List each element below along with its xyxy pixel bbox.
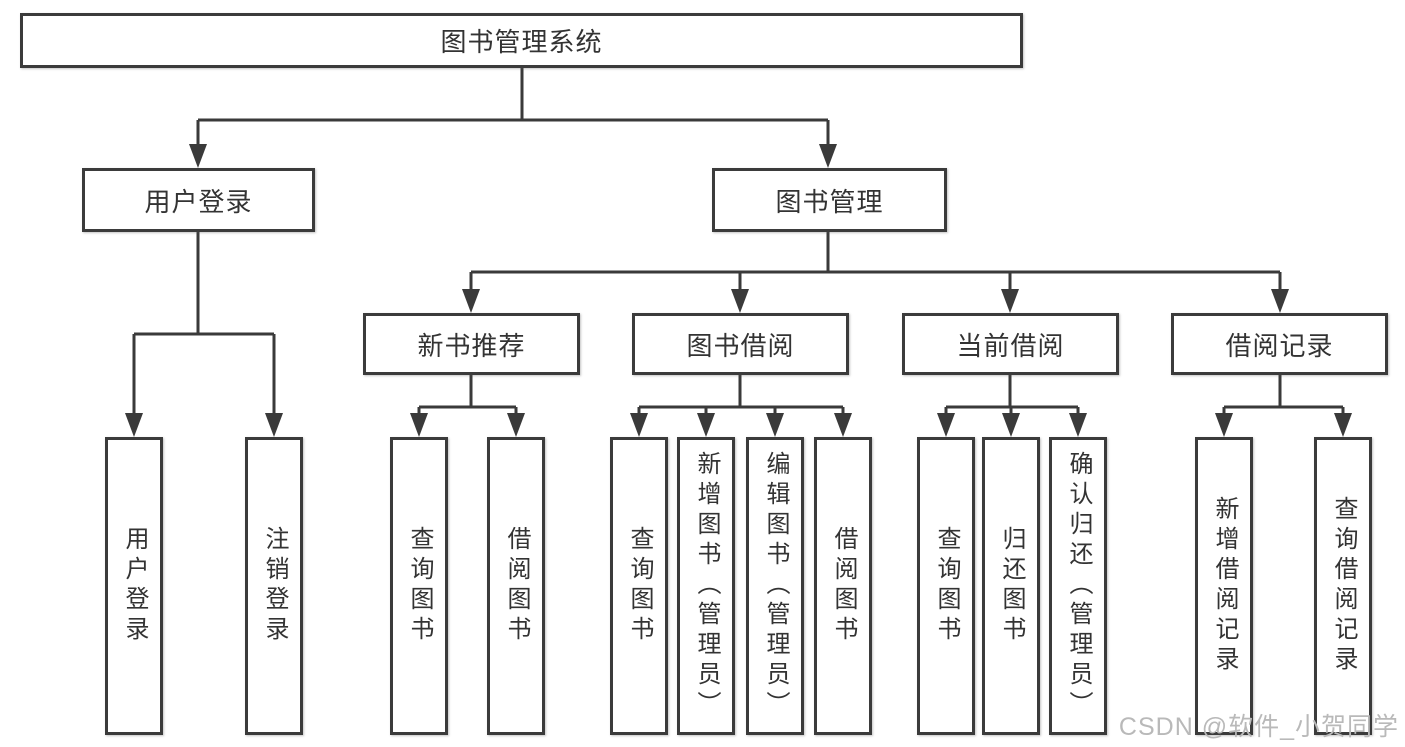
leaf-edit-book-admin: 编辑图书（管理员） xyxy=(746,437,804,735)
arrowhead-icon xyxy=(507,413,525,437)
node-borrowing-records-label: 借阅记录 xyxy=(1225,330,1334,361)
arrowhead-icon xyxy=(189,144,207,168)
arrowhead-icon xyxy=(410,413,428,437)
node-user-login: 用户登录 xyxy=(82,168,315,232)
arrowhead-icon xyxy=(1215,413,1233,437)
leaf-return-books-label: 归还图书 xyxy=(998,526,1025,646)
leaf-query-books-borrow-label: 查询图书 xyxy=(626,526,653,646)
leaf-query-borrow-record-label: 查询借阅记录 xyxy=(1330,496,1357,676)
connector-root-to-level2 xyxy=(189,68,837,168)
leaf-edit-book-admin-label: 编辑图书（管理员） xyxy=(762,451,789,721)
node-new-book-recommend: 新书推荐 xyxy=(363,313,580,375)
leaf-query-books-newbook: 查询图书 xyxy=(390,437,448,735)
node-library-system-label: 图书管理系统 xyxy=(440,27,603,57)
node-book-management-label: 图书管理 xyxy=(775,186,884,217)
leaf-borrow-books-newbook-label: 借阅图书 xyxy=(503,526,530,646)
node-book-management: 图书管理 xyxy=(712,168,947,232)
leaf-add-borrow-record: 新增借阅记录 xyxy=(1195,437,1253,735)
arrowhead-icon xyxy=(1334,413,1352,437)
leaf-add-book-admin-label: 新增图书（管理员） xyxy=(693,451,720,721)
arrowhead-icon xyxy=(265,413,283,437)
leaf-logout-login-label: 注销登录 xyxy=(261,526,288,646)
leaf-query-books-current: 查询图书 xyxy=(917,437,975,735)
connector-current-borrow-to-leaves xyxy=(937,375,1087,437)
arrowhead-icon xyxy=(1001,289,1019,313)
node-book-borrowing-label: 图书借阅 xyxy=(686,330,795,361)
leaf-add-book-admin: 新增图书（管理员） xyxy=(677,437,735,735)
leaf-add-borrow-record-label: 新增借阅记录 xyxy=(1211,496,1238,676)
connector-borrow-records-to-leaves xyxy=(1215,375,1352,437)
leaf-return-books: 归还图书 xyxy=(982,437,1040,735)
leaf-logout-login: 注销登录 xyxy=(245,437,303,735)
arrowhead-icon xyxy=(630,413,648,437)
arrowhead-icon xyxy=(1271,289,1289,313)
connector-user-login-to-leaves xyxy=(125,232,283,437)
leaf-query-books-newbook-label: 查询图书 xyxy=(406,526,433,646)
connector-book-borrow-to-leaves xyxy=(630,375,852,437)
leaf-borrow-books-borrow-label: 借阅图书 xyxy=(830,526,857,646)
arrowhead-icon xyxy=(819,144,837,168)
node-borrowing-records: 借阅记录 xyxy=(1171,313,1388,375)
leaf-query-borrow-record: 查询借阅记录 xyxy=(1314,437,1372,735)
arrowhead-icon xyxy=(766,413,784,437)
leaf-user-login-label: 用户登录 xyxy=(121,526,148,646)
node-user-login-label: 用户登录 xyxy=(144,186,253,217)
arrowhead-icon xyxy=(1002,413,1020,437)
leaf-confirm-return-admin: 确认归还（管理员） xyxy=(1049,437,1107,735)
arrowhead-icon xyxy=(125,413,143,437)
watermark: CSDN @软件_小贺同学 xyxy=(1118,713,1399,741)
connector-book-mgmt-to-level3 xyxy=(462,232,1289,313)
node-library-system: 图书管理系统 xyxy=(20,13,1023,68)
arrowhead-icon xyxy=(937,413,955,437)
leaf-user-login: 用户登录 xyxy=(105,437,163,735)
arrowhead-icon xyxy=(697,413,715,437)
leaf-borrow-books-newbook: 借阅图书 xyxy=(487,437,545,735)
node-current-borrowing: 当前借阅 xyxy=(902,313,1119,375)
arrowhead-icon xyxy=(1069,413,1087,437)
leaf-query-books-current-label: 查询图书 xyxy=(933,526,960,646)
node-current-borrowing-label: 当前借阅 xyxy=(956,330,1065,361)
leaf-confirm-return-admin-label: 确认归还（管理员） xyxy=(1065,451,1092,721)
arrowhead-icon xyxy=(731,289,749,313)
node-book-borrowing: 图书借阅 xyxy=(632,313,849,375)
leaf-query-books-borrow: 查询图书 xyxy=(610,437,668,735)
leaf-borrow-books-borrow: 借阅图书 xyxy=(814,437,872,735)
node-new-book-recommend-label: 新书推荐 xyxy=(417,330,526,361)
arrowhead-icon xyxy=(462,289,480,313)
arrowhead-icon xyxy=(834,413,852,437)
connector-new-book-to-leaves xyxy=(410,375,525,437)
